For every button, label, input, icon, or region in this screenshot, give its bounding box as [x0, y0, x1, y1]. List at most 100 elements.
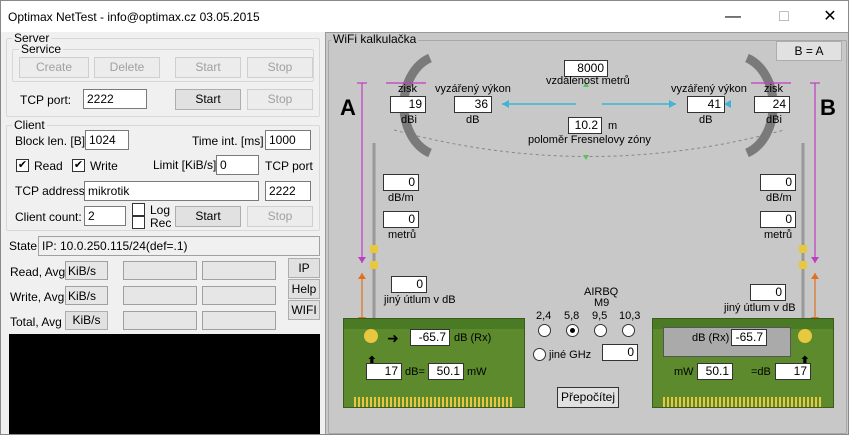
limit-label: Limit [KiB/s]:: [153, 158, 220, 172]
gain-b-input[interactable]: 24: [754, 96, 790, 113]
other-ghz-label: jiné GHz: [549, 349, 592, 361]
gain-b-label: zisk: [764, 83, 783, 95]
title-bar: Optimax NetTest - info@optimax.cz 03.05.…: [1, 1, 848, 32]
tx-b-mw-input[interactable]: 50.1: [697, 363, 733, 380]
other-loss-a-input[interactable]: 0: [391, 276, 427, 293]
read-checkbox[interactable]: ✔: [16, 159, 29, 172]
write-avg-unit: KiB/s: [65, 286, 108, 305]
tx-b-db-input[interactable]: 17: [775, 363, 811, 380]
create-button[interactable]: Create: [19, 57, 89, 78]
distance-label: vzdálenost metrů: [546, 75, 630, 87]
server-tcp-port-input[interactable]: 2222: [83, 89, 147, 109]
gain-a-label: zisk: [398, 83, 417, 95]
gain-b-unit: dBi: [766, 114, 782, 126]
server-start-button[interactable]: Start: [175, 89, 241, 110]
tx-b-db-label: =dB: [751, 366, 771, 378]
maximize-button[interactable]: □: [779, 8, 789, 25]
freq-radio-1[interactable]: [538, 324, 551, 337]
connector-b-bottom: [799, 261, 807, 269]
cable-len-b-input[interactable]: 0: [760, 211, 796, 228]
write-checkbox[interactable]: ✔: [72, 159, 85, 172]
server-stop-button[interactable]: Stop: [247, 89, 313, 110]
freq-radio-2[interactable]: [566, 324, 579, 337]
graph-area: [9, 334, 320, 434]
cable-loss-b-input[interactable]: 0: [760, 174, 796, 191]
read-avg-unit: KiB/s: [65, 261, 108, 280]
tx-a-db-input[interactable]: 17: [366, 363, 402, 380]
server-group: [6, 38, 320, 117]
write-avg-label: Write, Avg: [10, 290, 65, 304]
distance-input[interactable]: 8000: [564, 60, 608, 77]
label-b: B: [820, 95, 836, 120]
client-start-button[interactable]: Start: [175, 206, 241, 227]
client-count-label: Client count:: [15, 210, 82, 224]
other-loss-b-label: jiný útlum v dB: [724, 302, 796, 314]
freq-radio-4[interactable]: [622, 324, 635, 337]
wifi-calculator-panel: WiFi kalkulačka B = A: [325, 32, 848, 434]
ip-button[interactable]: IP: [288, 258, 320, 278]
delete-button[interactable]: Delete: [94, 57, 160, 78]
rec-checkbox[interactable]: [132, 216, 145, 229]
cable-len-b-unit: metrů: [764, 229, 793, 241]
tx-b-mw-label: mW: [674, 366, 694, 378]
client-group: [6, 125, 320, 231]
minimize-button[interactable]: —: [725, 8, 741, 25]
fresnel-unit: m: [608, 120, 618, 132]
cable-len-a-unit: metrů: [388, 229, 417, 241]
gain-a-input[interactable]: 19: [390, 96, 426, 113]
other-ghz-radio[interactable]: [533, 348, 546, 361]
close-button[interactable]: ✕: [823, 8, 837, 25]
desktop-edge: [849, 0, 858, 435]
total-value-2: [202, 311, 276, 330]
swap-button[interactable]: B = A: [776, 41, 842, 61]
wifi-legend: WiFi kalkulačka: [331, 32, 419, 46]
block-len-input[interactable]: 1024: [85, 130, 129, 150]
read-label: Read: [34, 159, 63, 173]
eirp-b-unit: dB: [699, 114, 713, 126]
fresnel-label: poloměr Fresnelovy zóny: [528, 134, 651, 146]
write-value-2: [202, 286, 276, 305]
client-count-input[interactable]: 2: [84, 206, 126, 226]
connector-a-bottom: [370, 261, 378, 269]
server-tcp-port-label: TCP port:: [20, 93, 72, 107]
client-tcp-port-input[interactable]: 2222: [265, 181, 311, 201]
tcp-address-input[interactable]: mikrotik: [84, 181, 259, 201]
tcp-address-label: TCP address:: [15, 184, 89, 198]
block-len-label: Block len. [B]:: [15, 134, 89, 148]
time-int-input[interactable]: 1000: [265, 130, 311, 150]
log-label: Log: [150, 203, 171, 217]
client-tcp-port-label: TCP port: [265, 159, 313, 173]
wifi-button[interactable]: WIFI: [288, 300, 320, 320]
server-legend: Server: [12, 31, 52, 45]
other-loss-a-label: jiný útlum v dB: [384, 294, 456, 306]
fresnel-value: 10.2: [568, 117, 602, 134]
cable-len-a-input[interactable]: 0: [383, 211, 419, 228]
brand-label: AIRBQ: [584, 286, 619, 298]
help-button[interactable]: Help: [288, 279, 320, 299]
rx-b-label: dB (Rx): [692, 332, 730, 344]
rx-a-label: dB (Rx): [454, 332, 492, 344]
state-label: State: [9, 239, 38, 253]
limit-input[interactable]: 0: [216, 155, 259, 175]
gain-a-unit: dBi: [401, 114, 417, 126]
tx-a-mw-input[interactable]: 50.1: [428, 363, 464, 380]
recalc-button[interactable]: Přepočítej: [557, 387, 619, 408]
freq-radio-3[interactable]: [594, 324, 607, 337]
eirp-a-value: 36: [454, 96, 492, 113]
cable-loss-a-input[interactable]: 0: [383, 174, 419, 191]
log-checkbox[interactable]: [132, 203, 145, 216]
other-loss-b-input[interactable]: 0: [750, 284, 786, 301]
total-avg-unit-button[interactable]: KiB/s: [65, 311, 108, 330]
service-stop-button[interactable]: Stop: [247, 57, 313, 78]
model-label: M9: [594, 297, 610, 309]
service-start-button[interactable]: Start: [175, 57, 241, 78]
cable-loss-b-unit: dB/m: [766, 192, 792, 204]
eirp-b-value: 41: [687, 96, 725, 113]
time-int-label: Time int. [ms] :: [192, 134, 271, 148]
client-legend: Client: [12, 118, 47, 132]
rx-a-value: -65.7: [410, 329, 450, 346]
client-stop-button[interactable]: Stop: [247, 206, 313, 227]
other-ghz-input[interactable]: 0: [602, 344, 638, 361]
total-avg-label: Total, Avg: [10, 315, 62, 329]
freq-label-2: 5,8: [564, 310, 580, 322]
